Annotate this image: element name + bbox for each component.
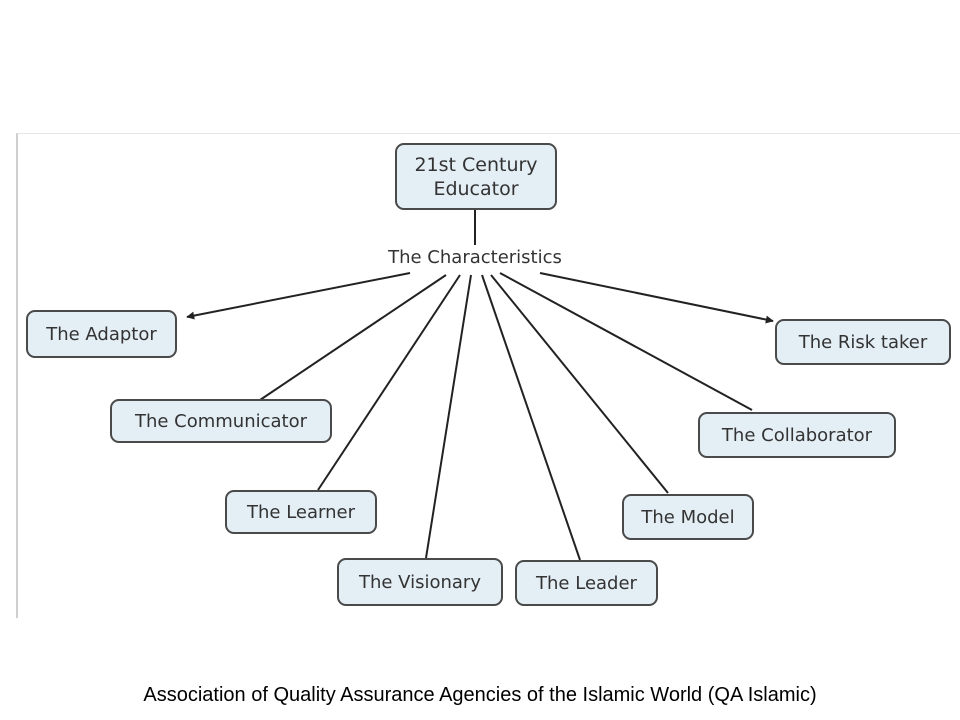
node-risk-taker: The Risk taker (775, 319, 951, 365)
concept-map-panel (16, 133, 960, 618)
root-node-text: 21st Century Educator (414, 153, 537, 201)
root-node-line-1: 21st Century (414, 153, 538, 176)
node-visionary: The Visionary (337, 558, 503, 606)
node-collaborator: The Collaborator (698, 412, 896, 458)
connector-to-communicator (259, 274, 447, 401)
caption-source: Association of Quality Assurance Agencie… (143, 684, 817, 706)
node-model: The Model (622, 494, 754, 540)
connector-to-leader (481, 274, 581, 561)
connector-to-risk-taker (539, 272, 774, 324)
link-label-characteristics: The Characteristics (373, 245, 577, 271)
connector-to-collaborator (499, 272, 753, 411)
connector-to-learner (317, 274, 461, 491)
connector-to-adaptor (186, 272, 411, 320)
root-node-21st-century-educator: 21st Century Educator (395, 143, 557, 210)
connector-to-visionary (425, 274, 472, 559)
root-node-line-2: Educator (433, 177, 519, 200)
node-communicator: The Communicator (110, 399, 332, 443)
connector-to-model (490, 274, 669, 494)
node-adaptor: The Adaptor (26, 310, 177, 358)
node-learner: The Learner (225, 490, 377, 534)
node-leader: The Leader (515, 560, 658, 606)
